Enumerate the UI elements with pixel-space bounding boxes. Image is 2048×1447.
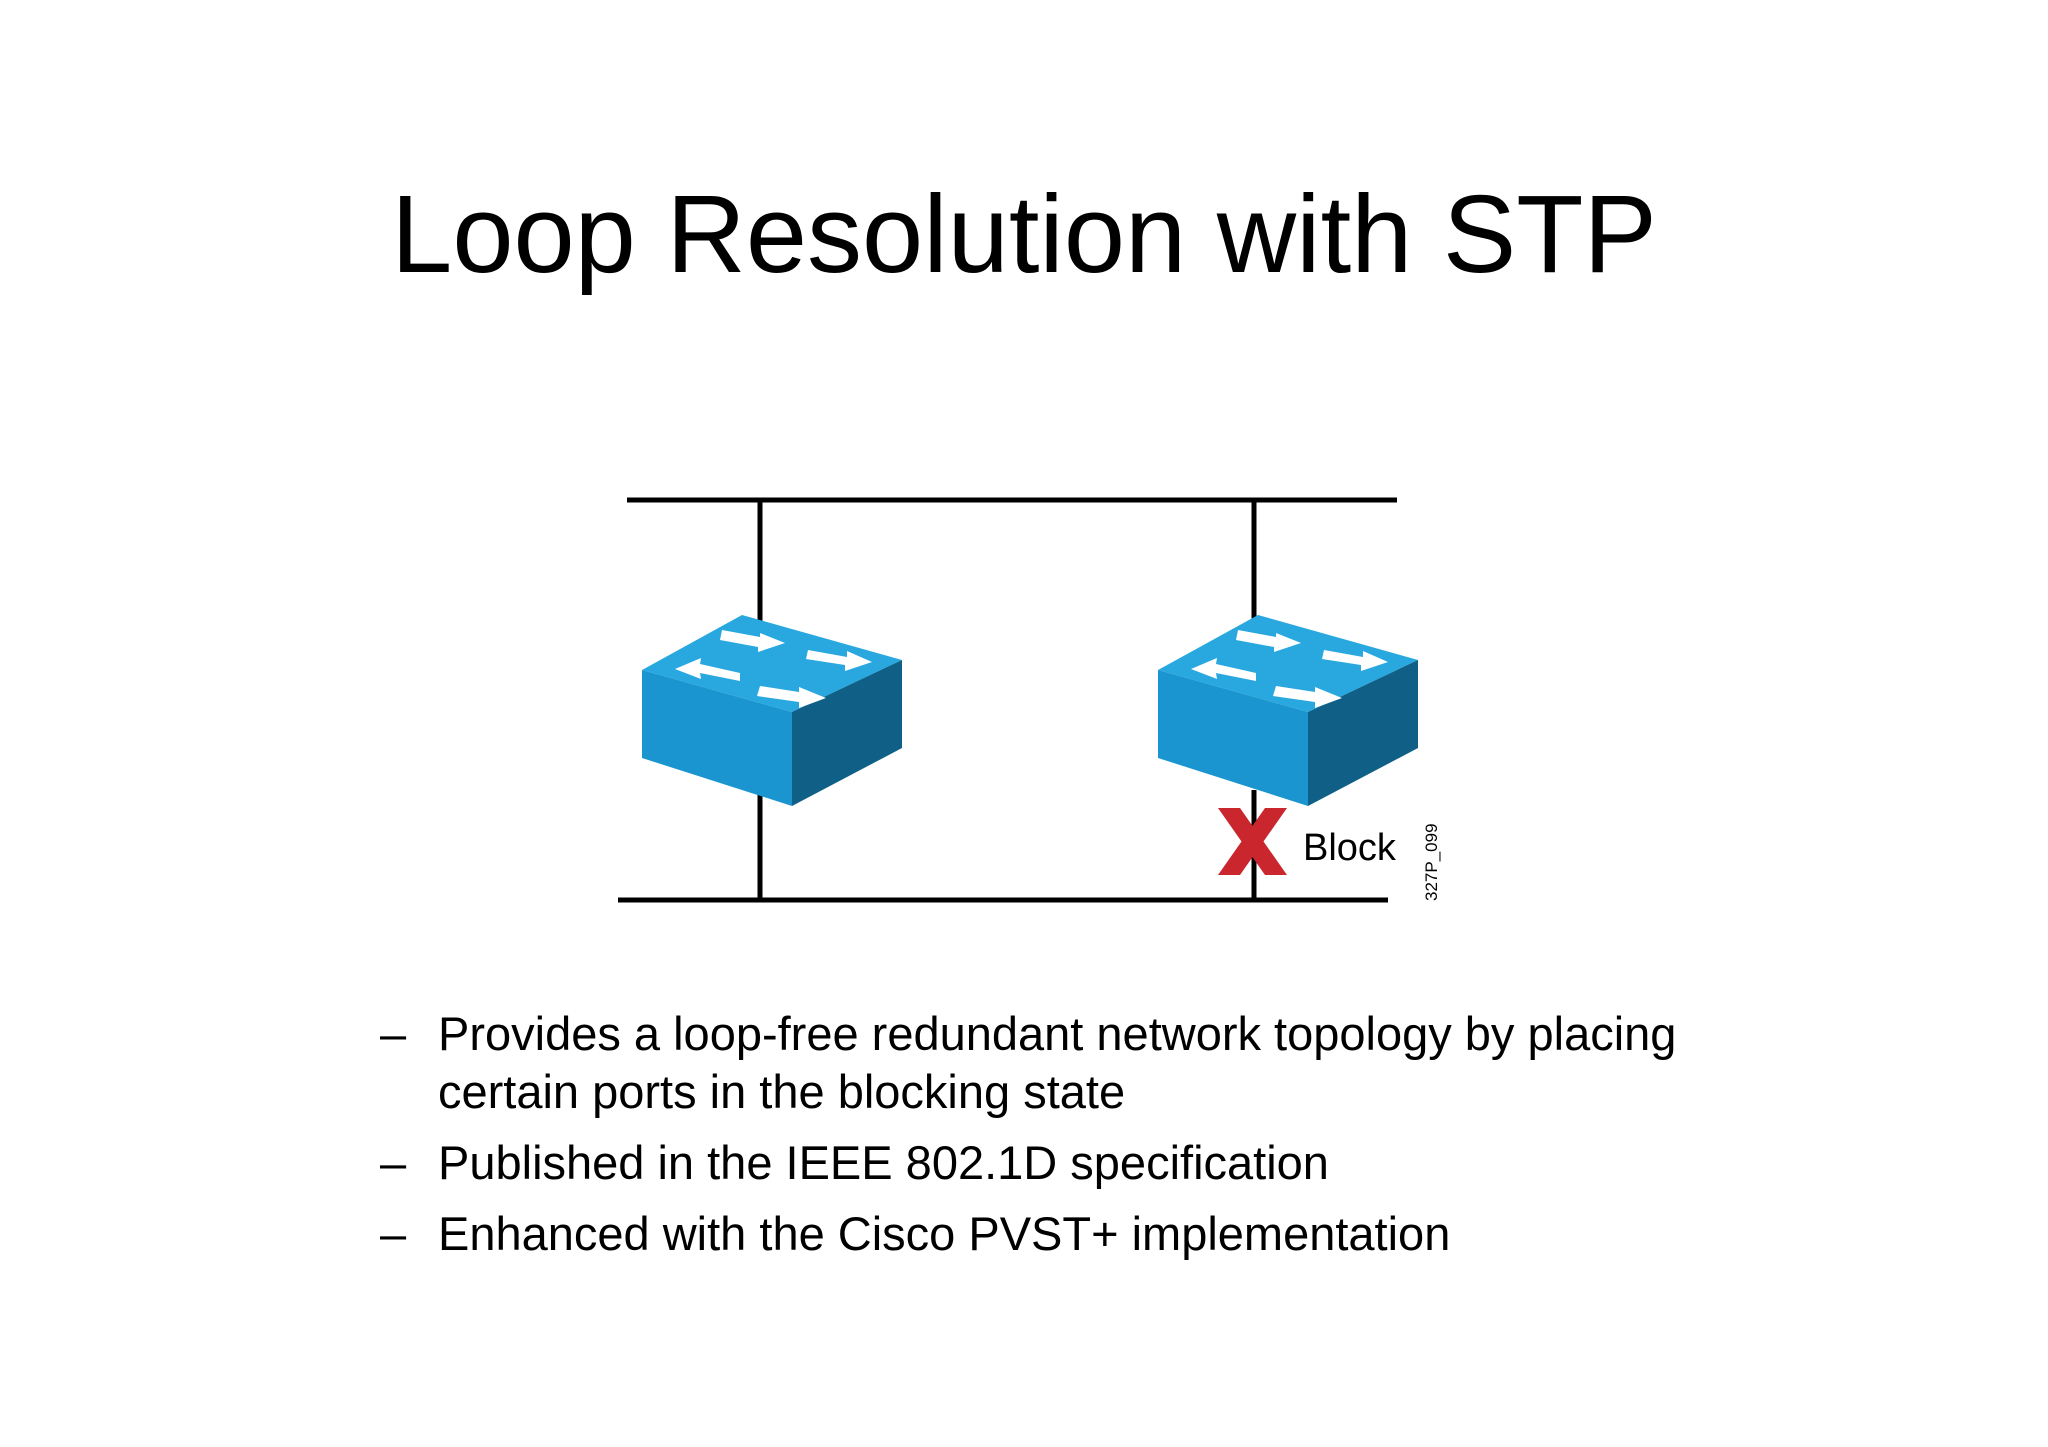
bullet-text: Enhanced with the Cisco PVST+ implementa… — [438, 1207, 1451, 1260]
bullet-dash: – — [380, 1007, 407, 1060]
slide-title: Loop Resolution with STP — [391, 173, 1657, 296]
bullet-item: – Enhanced with the Cisco PVST+ implemen… — [380, 1205, 1780, 1263]
block-x-icon — [1218, 808, 1287, 875]
left-switch-icon — [642, 615, 902, 806]
block-label: Block — [1303, 827, 1397, 869]
bullet-item: – Published in the IEEE 802.1D specifica… — [380, 1134, 1780, 1192]
bullet-item: – Provides a loop-free redundant network… — [380, 1005, 1780, 1121]
bullet-dash: – — [380, 1136, 407, 1189]
figure-id: 327P_099 — [1422, 823, 1441, 901]
bullet-text: Provides a loop-free redundant network t… — [438, 1007, 1677, 1118]
bullet-list: – Provides a loop-free redundant network… — [380, 1005, 1780, 1276]
right-switch-icon — [1158, 615, 1418, 806]
bullet-text: Published in the IEEE 802.1D specificati… — [438, 1136, 1329, 1189]
bullet-dash: – — [380, 1207, 407, 1260]
